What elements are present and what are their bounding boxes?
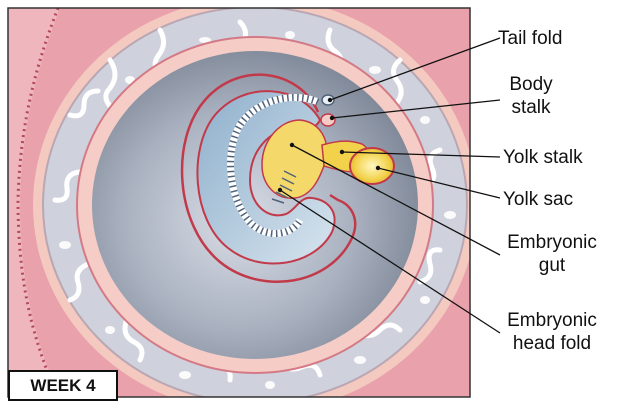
label-body-stalk-line2: stalk: [498, 96, 564, 119]
label-body-stalk: Body stalk: [498, 73, 564, 119]
label-embryonic-gut-line1: Embryonic: [498, 231, 606, 254]
label-body-stalk-line1: Body: [498, 73, 564, 96]
label-yolk-sac: Yolk sac: [503, 188, 573, 211]
stage-label: WEEK 4: [8, 370, 118, 401]
label-yolk-stalk: Yolk stalk: [503, 146, 583, 169]
label-embryonic-gut: Embryonic gut: [498, 231, 606, 277]
label-embryonic-gut-line2: gut: [498, 254, 606, 277]
label-embryonic-head-fold: Embryonic head fold: [498, 309, 606, 355]
label-tail-fold: Tail fold: [498, 27, 562, 50]
label-head-fold-line1: Embryonic: [498, 309, 606, 332]
label-head-fold-line2: head fold: [498, 332, 606, 355]
